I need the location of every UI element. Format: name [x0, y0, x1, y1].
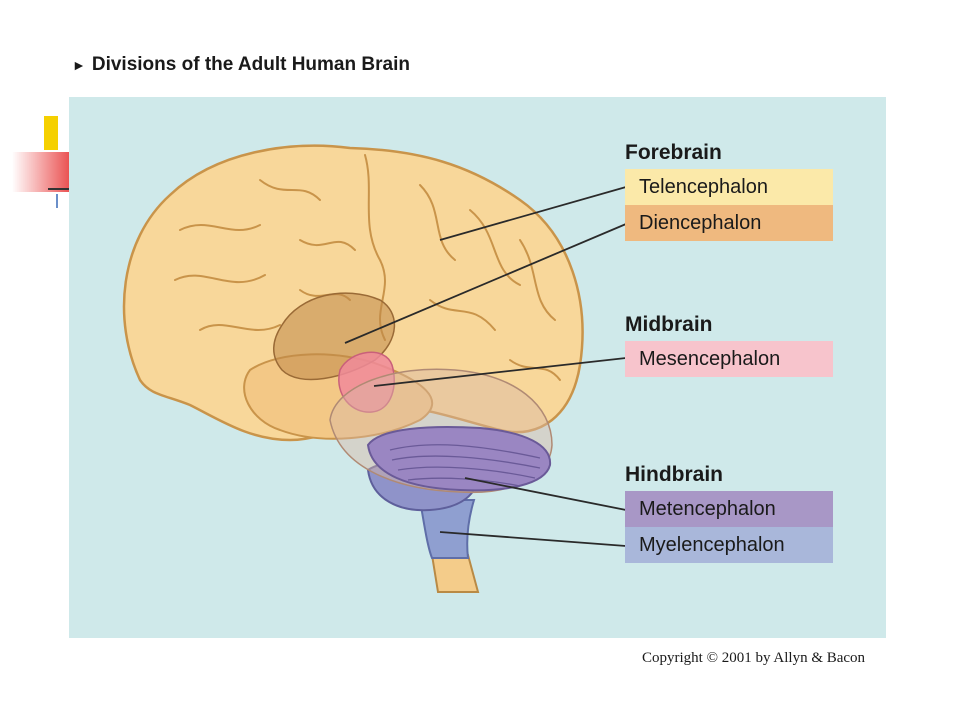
slide-decoration-line — [48, 188, 70, 190]
group-midbrain: Midbrain Mesencephalon — [625, 313, 833, 377]
leader-telencephalon — [439, 186, 627, 241]
slide-decoration-red-gradient — [12, 152, 72, 192]
label-telencephalon: Telencephalon — [625, 169, 833, 205]
slide-decoration-yellow-bar — [44, 116, 58, 150]
label-mesencephalon: Mesencephalon — [625, 341, 833, 377]
group-hindbrain: Hindbrain Metencephalon Myelencephalon — [625, 463, 833, 563]
figure-title: ► Divisions of the Adult Human Brain — [72, 54, 410, 76]
title-arrow-icon: ► — [72, 57, 86, 73]
leader-lines — [344, 186, 627, 547]
leader-metencephalon — [464, 477, 627, 511]
label-diencephalon: Diencephalon — [625, 205, 833, 241]
heading-forebrain: Forebrain — [625, 141, 722, 164]
label-myelencephalon: Myelencephalon — [625, 527, 833, 563]
leader-myelencephalon — [439, 531, 627, 547]
heading-hindbrain: Hindbrain — [625, 463, 723, 486]
copyright-notice: Copyright © 2001 by Allyn & Bacon — [642, 650, 866, 666]
metencephalon-region — [366, 426, 552, 492]
figure-title-text: Divisions of the Adult Human Brain — [91, 54, 410, 75]
leader-mesencephalon — [373, 357, 627, 387]
spinal-cord — [430, 554, 480, 593]
cortex-folds — [174, 154, 561, 381]
myelencephalon-region — [418, 499, 476, 559]
label-metencephalon: Metencephalon — [625, 491, 833, 527]
group-forebrain: Forebrain Telencephalon Diencephalon — [625, 141, 833, 241]
leader-diencephalon — [344, 223, 627, 344]
cerebellum-folia — [389, 444, 541, 487]
heading-midbrain: Midbrain — [625, 313, 713, 336]
slide-decoration-tick — [56, 194, 58, 208]
